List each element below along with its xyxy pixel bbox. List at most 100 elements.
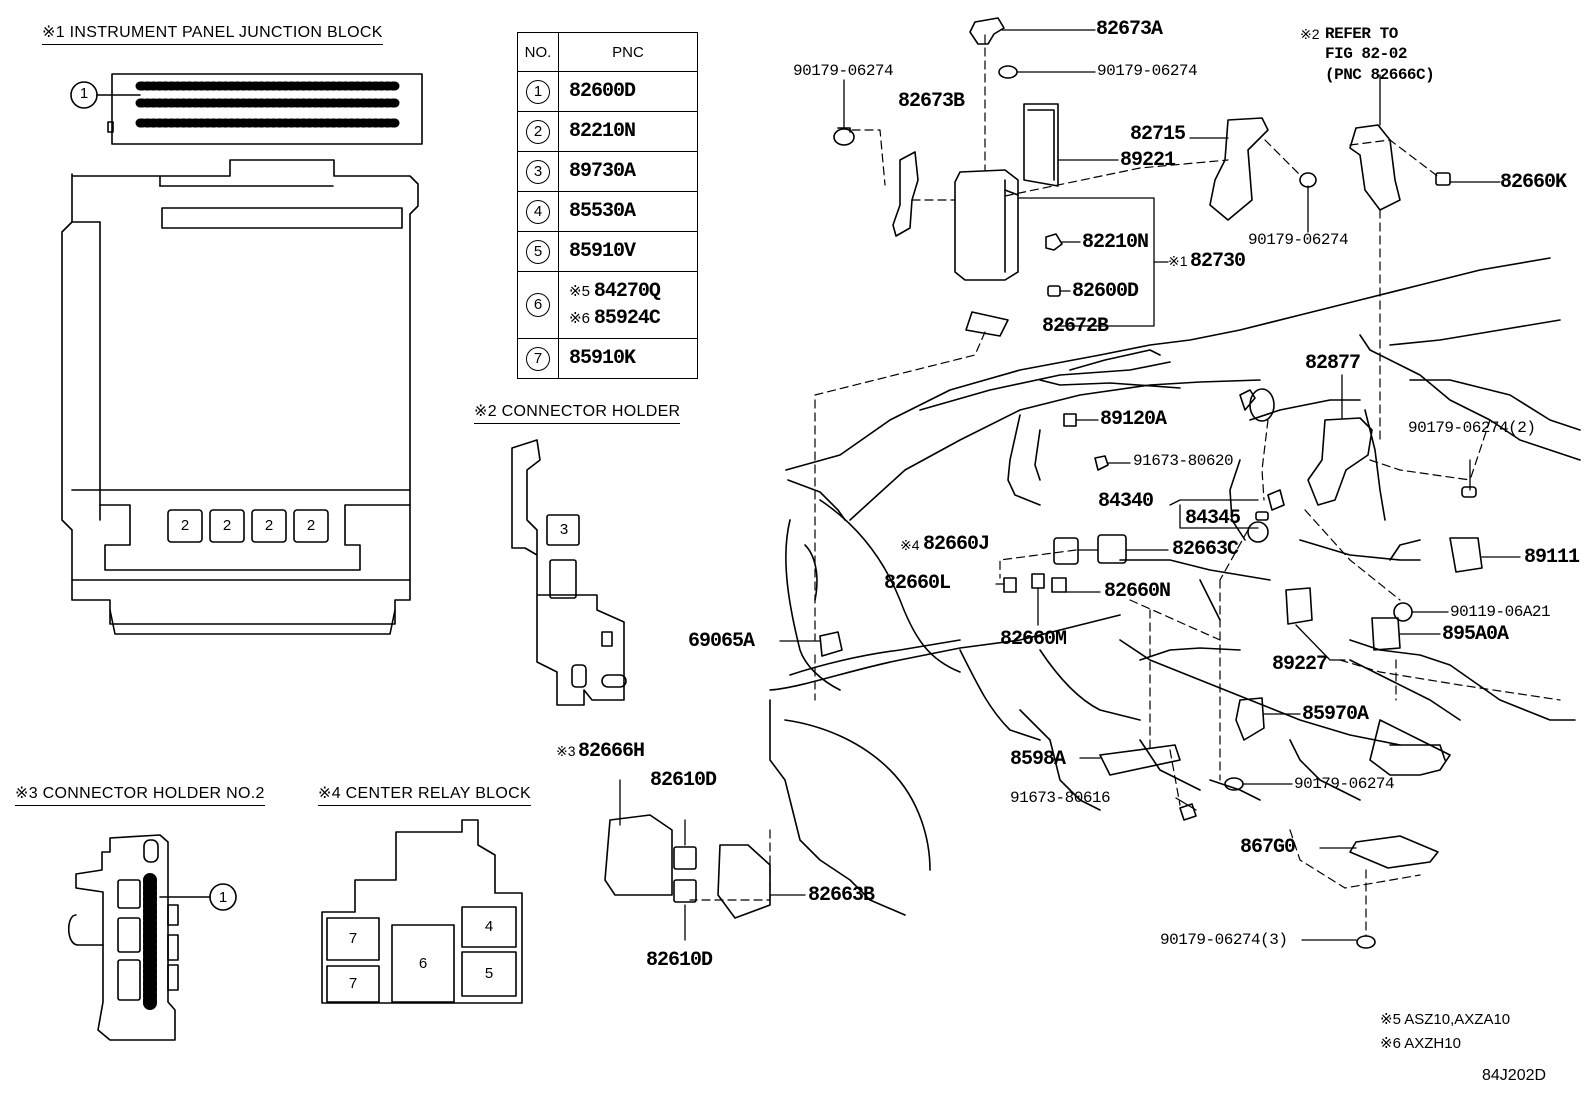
section-title-connector-holder: ※2 CONNECTOR HOLDER [474, 404, 681, 424]
part-label-90179-06274-2: 90179-06274(2) [1408, 419, 1536, 437]
row-number: 1 [526, 79, 550, 104]
table-row: 3 89730A [517, 151, 698, 192]
part-label-85970a: 85970A [1302, 703, 1369, 726]
part-label-867g0: 867G0 [1240, 836, 1296, 859]
part-label-82715: 82715 [1130, 123, 1186, 146]
center-relay-block-drawing [321, 819, 523, 1004]
part-label-82610d: 82610D [646, 949, 713, 972]
part-label-91673-80620: 91673-80620 [1133, 452, 1234, 470]
table-row: 1 82600D [517, 71, 698, 112]
refer-text-2: FIG 82-02 [1325, 45, 1407, 63]
table-row: 5 85910V [517, 231, 698, 272]
header-pnc: PNC [558, 32, 698, 72]
dashed-lines [689, 34, 1561, 937]
callout-2: 2 [222, 517, 232, 534]
section-title-junction-block: ※1 INSTRUMENT PANEL JUNCTION BLOCK [42, 25, 383, 45]
part-label-82672b: 82672B [1042, 315, 1109, 338]
part-label-82610d: 82610D [650, 769, 717, 792]
footnote-6: ※6 AXZH10 [1380, 1035, 1461, 1052]
callout-2: 2 [180, 517, 190, 534]
part-label-82730-mark: ※1 [1168, 253, 1188, 269]
connector-holder-no2-drawing [67, 834, 237, 1041]
callout-2: 2 [306, 517, 316, 534]
part-label-90179-06274: 90179-06274 [1097, 62, 1198, 80]
part-label-82666h: 82666H [578, 740, 645, 763]
part-label-82210n: 82210N [1082, 231, 1149, 254]
row-pnc: 89730A [558, 151, 698, 192]
part-label-90179-06274: 90179-06274 [1248, 231, 1349, 249]
refer-text-3: (PNC 82666C) [1325, 66, 1435, 84]
part-label-84345: 84345 [1185, 507, 1241, 530]
junction-block-drawing [61, 73, 423, 635]
callout-5: 5 [484, 965, 494, 982]
table-row: 2 82210N [517, 111, 698, 152]
row-pnc: 82600D [558, 71, 698, 112]
part-label-82663c: 82663C [1172, 538, 1239, 561]
refer-text-1: REFER TO [1325, 25, 1398, 43]
part-label-82877: 82877 [1305, 352, 1361, 375]
connector-holder-drawing [511, 439, 627, 706]
diagram-code: 84J202D [1482, 1067, 1547, 1084]
part-label-82660n: 82660N [1104, 580, 1171, 603]
row-number: 5 [526, 239, 550, 264]
part-label-82660m: 82660M [1000, 628, 1067, 651]
row-number: 3 [526, 159, 550, 184]
parts-drawings [604, 17, 1483, 949]
variant-mark: ※5 [569, 283, 590, 300]
table-row: 7 85910K [517, 338, 698, 379]
callout-2: 2 [264, 517, 274, 534]
callout-6: 6 [418, 955, 428, 972]
callout-4: 4 [484, 918, 494, 935]
part-label-82660j-mark: ※4 [900, 537, 920, 553]
callout-7: 7 [348, 975, 358, 992]
section-title-center-relay-block: ※4 CENTER RELAY BLOCK [318, 786, 531, 806]
row-pnc: 85530A [558, 191, 698, 232]
row-pnc: 82210N [558, 111, 698, 152]
callout-1: 1 [79, 85, 89, 102]
variant-pnc: 84270Q [593, 280, 661, 303]
row-number: 4 [526, 199, 550, 224]
part-label-82666h-mark: ※3 [556, 743, 576, 759]
part-label-89221: 89221 [1120, 149, 1176, 172]
row-number: 7 [526, 346, 550, 371]
part-label-82660k: 82660K [1500, 171, 1567, 194]
part-label-90179-06274: 90179-06274 [793, 62, 894, 80]
table-row: 4 85530A [517, 191, 698, 232]
variant-pnc: 85924C [593, 307, 661, 330]
part-label-82730: 82730 [1190, 250, 1246, 273]
part-label-90119-06a21: 90119-06A21 [1450, 603, 1551, 621]
part-label-90179-06274: 90179-06274 [1294, 775, 1395, 793]
part-label-8598a: 8598A [1010, 748, 1066, 771]
row-pnc: 85910K [558, 338, 698, 379]
callout-3: 3 [559, 521, 569, 538]
part-label-89120a: 89120A [1100, 408, 1167, 431]
part-label-69065a: 69065A [688, 630, 755, 653]
part-label-89111: 89111 [1524, 546, 1580, 569]
header-no: NO. [517, 32, 559, 72]
row-number: 2 [526, 119, 550, 144]
row-number: 6 [526, 293, 550, 317]
part-label-82660l: 82660L [884, 572, 951, 595]
part-label-82600d: 82600D [1072, 280, 1139, 303]
callout-1: 1 [218, 889, 228, 906]
part-label-82673a: 82673A [1096, 18, 1163, 41]
part-label-895a0a: 895A0A [1442, 623, 1509, 646]
dashboard-drawing [769, 257, 1581, 916]
refer-mark: ※2 [1300, 26, 1320, 42]
pnc-table: NO. PNC 1 82600D 2 82210N 3 89730A 4 855… [517, 32, 698, 379]
part-label-89227: 89227 [1272, 653, 1328, 676]
part-label-82663b: 82663B [808, 884, 875, 907]
callout-7: 7 [348, 930, 358, 947]
variant-mark: ※6 [569, 310, 590, 327]
pnc-table-header: NO. PNC [517, 32, 698, 72]
part-label-84340: 84340 [1098, 490, 1154, 513]
footnote-5: ※5 ASZ10,AXZA10 [1380, 1011, 1511, 1028]
part-label-90179-06274-3: 90179-06274(3) [1160, 931, 1288, 949]
leader-lines [619, 29, 1521, 941]
part-label-91673-80616: 91673-80616 [1010, 789, 1111, 807]
part-label-82673b: 82673B [898, 90, 965, 113]
